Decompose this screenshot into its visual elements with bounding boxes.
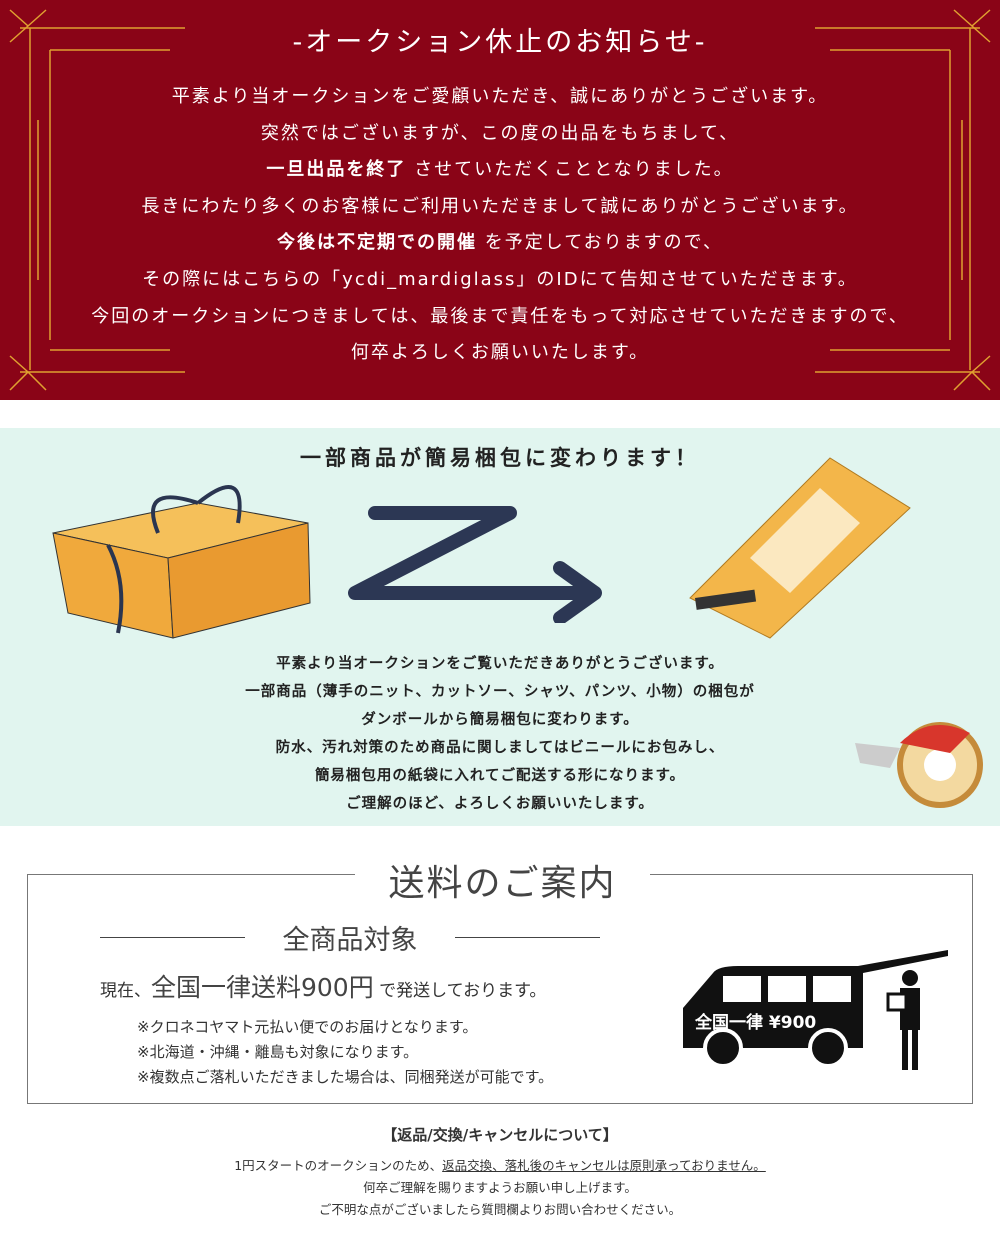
packaging-line: 一部商品（薄手のニット、カットソー、シャツ、パンツ、小物）の梱包が bbox=[245, 684, 755, 700]
returns-line: 何卒ご理解を賜りますようお願い申し上げます。 bbox=[363, 1180, 637, 1195]
delivery-van-icon bbox=[683, 950, 948, 1070]
notice-text: 突然ではございますが、この度の出品をもちまして、 bbox=[260, 122, 740, 144]
rate-suffix: で発送しております。 bbox=[373, 981, 547, 1001]
paper-bag-illustration bbox=[689, 457, 911, 639]
notice-line: 今回のオークションにつきましては、最後まで責任をもって対応させていただきますので… bbox=[0, 304, 1000, 341]
shipping-note: ※複数点ご落札いただきました場合は、同梱発送が可能です。 bbox=[137, 1068, 554, 1086]
notice-line: 今後は不定期での開催 を予定しておりますので、 bbox=[0, 230, 1000, 267]
notice-text: その際にはこちらの「ycdi_mardiglass」のIDにて告知させていただき… bbox=[142, 268, 858, 290]
notice-text: 今回のオークションにつきましては、最後まで責任をもって対応させていただきますので… bbox=[91, 305, 909, 327]
shipping-rate-text: 現在、全国一律送料900円 で発送しております。 bbox=[100, 968, 546, 1004]
notice-emphasis: 一旦出品を終了 bbox=[266, 159, 407, 181]
returns-policy: 【返品/交換/キャンセルについて】 1円スタートのオークションのため、返品交換、… bbox=[0, 1124, 1000, 1221]
tape-dispenser-illustration bbox=[855, 722, 983, 808]
notice-title: -オークション休止のお知らせ- bbox=[292, 27, 708, 58]
gold-frame-ornament bbox=[9, 9, 991, 391]
auction-suspension-notice: -オークション休止のお知らせ- 平素より当オークションをご愛顧いただき、誠にあり… bbox=[0, 0, 1000, 400]
returns-underlined-text: 返品交換、落札後のキャンセルは原則承っておりません。 bbox=[442, 1158, 766, 1173]
packaging-title: 一部商品が簡易梱包に変わります！ bbox=[300, 446, 700, 470]
packaging-line: ダンボールから簡易梱包に変わります。 bbox=[361, 712, 639, 728]
van-label: 全国一律 ¥900 bbox=[695, 1013, 817, 1033]
notice-text: を予定しておりますので、 bbox=[477, 232, 723, 254]
shipping-note: ※北海道・沖縄・離島も対象になります。 bbox=[137, 1043, 419, 1061]
notice-line: 突然ではございますが、この度の出品をもちまして、 bbox=[0, 121, 1000, 158]
notice-text: させていただくこととなりました。 bbox=[406, 159, 734, 181]
notice-text: 何卒よろしくお願いいたします。 bbox=[350, 342, 650, 364]
packaging-line: 平素より当オークションをご覧いただきありがとうございます。 bbox=[276, 656, 724, 672]
rate-amount: 全国一律送料900円 bbox=[151, 973, 374, 1002]
divider bbox=[100, 937, 245, 938]
packaging-line: ご理解のほど、よろしくお願いいたします。 bbox=[346, 796, 654, 812]
notice-line: 何卒よろしくお願いいたします。 bbox=[0, 340, 1000, 377]
notice-line: その際にはこちらの「ycdi_mardiglass」のIDにて告知させていただき… bbox=[0, 267, 1000, 304]
notice-emphasis: 今後は不定期での開催 bbox=[277, 232, 478, 254]
rate-prefix: 現在、 bbox=[100, 981, 151, 1001]
returns-text: 1円スタートのオークションのため、 bbox=[234, 1158, 443, 1173]
arrow-icon bbox=[348, 506, 602, 623]
packaging-line: 簡易梱包用の紙袋に入れてご配送する形になります。 bbox=[314, 768, 686, 784]
returns-line: ご不明な点がございましたら質問欄よりお問い合わせください。 bbox=[318, 1202, 682, 1217]
notice-line: 長きにわたり多くのお客様にご利用いただきまして誠にありがとうございます。 bbox=[0, 194, 1000, 231]
cardboard-box-illustration bbox=[52, 485, 311, 639]
all-items-label: 全商品対象 bbox=[282, 925, 418, 956]
shipping-note: ※クロネコヤマト元払い便でのお届けとなります。 bbox=[137, 1018, 478, 1036]
notice-text: 平素より当オークションをご愛顧いただき、誠にありがとうございます。 bbox=[171, 86, 829, 107]
notice-line: 一旦出品を終了 させていただくこととなりました。 bbox=[0, 157, 1000, 194]
returns-heading: 【返品/交換/キャンセルについて】 bbox=[382, 1126, 618, 1144]
packaging-line: 防水、汚れ対策のため商品に関しましてはビニールにお包みし、 bbox=[275, 740, 725, 756]
shipping-title: 送料のご案内 bbox=[355, 854, 650, 906]
notice-line: 平素より当オークションをご愛顧いただき、誠にありがとうございます。 bbox=[0, 84, 1000, 121]
returns-line: 1円スタートのオークションのため、返品交換、落札後のキャンセルは原則承っておりま… bbox=[0, 1155, 1000, 1177]
notice-text: 長きにわたり多くのお客様にご利用いただきまして誠にありがとうございます。 bbox=[141, 195, 859, 217]
packaging-change-notice: 一部商品が簡易梱包に変わります！ 平素より当オークションをご覧いただきありがとう… bbox=[0, 428, 1000, 826]
divider bbox=[455, 937, 600, 938]
